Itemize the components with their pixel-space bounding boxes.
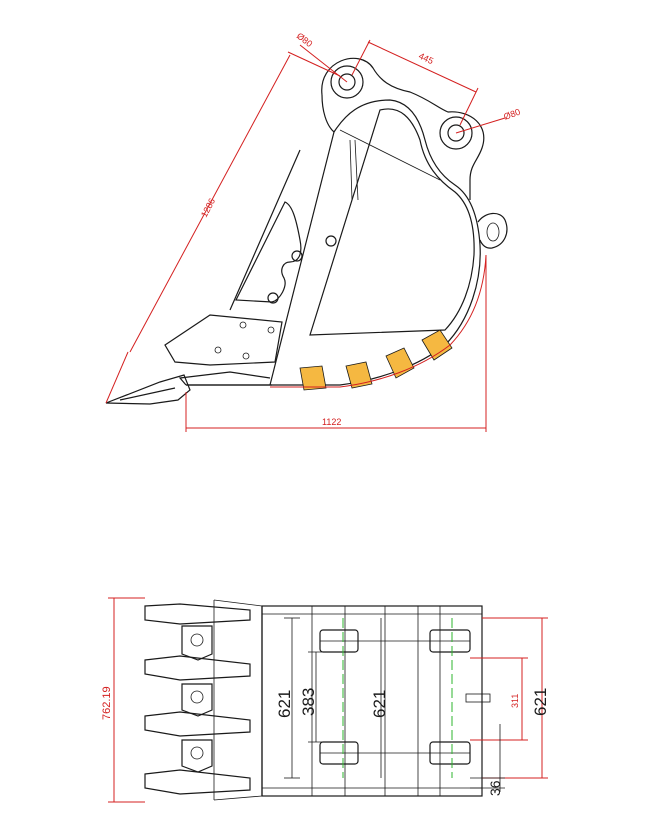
edge-tooth-4 <box>421 329 453 361</box>
plan-teeth <box>144 599 263 801</box>
boss-hole <box>325 235 337 247</box>
cutter-bolt-1 <box>239 321 247 329</box>
edge-teeth <box>299 329 453 391</box>
dim-1286-line <box>129 54 291 353</box>
pin-hole-right-inner <box>447 124 465 142</box>
side-plate <box>186 131 335 386</box>
dim-pin-dia-right: Ø80 <box>502 107 521 122</box>
dim-445-ext-right <box>459 87 479 126</box>
bucket-body <box>270 99 481 386</box>
dim-pin-dia-left: Ø80 <box>295 31 315 49</box>
hook-bracket <box>235 201 302 303</box>
plan-tooth-4 <box>144 769 251 795</box>
dim-inner-width-left: 621 <box>275 690 294 718</box>
dim-overall-width: 762.19 <box>101 686 113 720</box>
edge-tooth-1 <box>299 365 327 391</box>
dim-pin-span: 383 <box>299 688 318 716</box>
bracket-hole-upper <box>291 250 303 262</box>
adapter-hole-1 <box>190 633 204 647</box>
dim-offset: 311 <box>510 694 520 708</box>
edge-red-line <box>270 254 487 388</box>
bucket-inner-edge <box>309 108 475 336</box>
plan-tooth-3 <box>144 711 251 737</box>
plan-adapter-3 <box>181 739 213 773</box>
edge-tooth-2 <box>345 361 373 389</box>
lifting-lug <box>477 212 508 249</box>
plan-tooth-1 <box>144 603 251 625</box>
dim-1286-ext-top <box>287 51 341 77</box>
pin-hole-left-outer <box>330 65 364 99</box>
tooth-side-edge <box>213 599 263 801</box>
cutting-edge <box>178 371 271 386</box>
dim-leader-pin-right <box>455 117 506 134</box>
plan-tooth-2 <box>144 655 251 681</box>
plan-lug <box>465 693 491 703</box>
bracket-hole-lower <box>267 292 279 304</box>
dim-445-line <box>367 41 477 93</box>
plan-pin-bosses <box>319 629 471 765</box>
dim-445-ext-left <box>351 39 371 76</box>
cutter-bolt-3 <box>214 346 222 354</box>
dim-1286-ext-bottom <box>105 351 129 404</box>
pin-ear-plate <box>321 57 485 200</box>
front-tooth <box>105 374 191 405</box>
adapter-hole-3 <box>190 746 204 760</box>
pin-hole-left-inner <box>338 73 356 91</box>
dim-edge: 36 <box>487 780 503 796</box>
dim-width: 1122 <box>322 417 341 427</box>
side-view: Ø80 445 Ø80 1286 1122 <box>105 31 522 432</box>
dim-inner-width-center: 621 <box>370 690 389 718</box>
adapter-hole-2 <box>190 690 204 704</box>
lifting-lug-hole <box>486 222 500 242</box>
cutter-bolt-4 <box>242 352 250 360</box>
dim-leader-pin-left <box>299 44 348 83</box>
plan-view: 762.19 621 383 621 311 621 36 <box>101 597 550 803</box>
plan-adapter-2 <box>181 683 213 717</box>
plan-adapter-1 <box>181 625 213 661</box>
dim-inner-width-right: 621 <box>531 688 550 716</box>
side-cutter-plate <box>164 314 283 366</box>
dim-pin-spacing: 445 <box>417 51 435 66</box>
pin-hole-right-outer <box>439 116 473 150</box>
dim-length: 1286 <box>199 197 217 219</box>
cutter-bolt-2 <box>267 326 275 334</box>
edge-tooth-3 <box>385 347 415 379</box>
bucket-liner <box>339 129 441 201</box>
